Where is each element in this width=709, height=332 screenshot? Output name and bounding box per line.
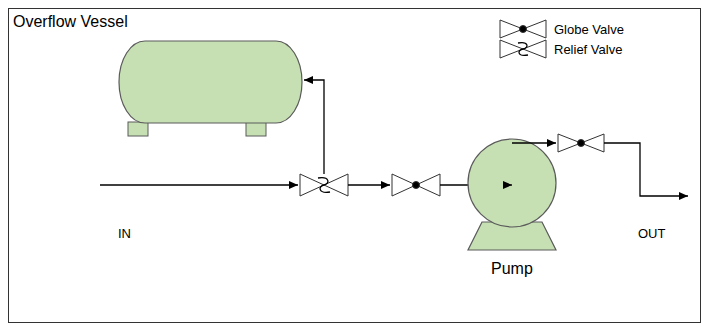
- overflow-pipe: [304, 80, 324, 174]
- legend-text: Relief Valve: [554, 42, 622, 57]
- pump: Pump: [464, 138, 560, 284]
- pump-label: Pump: [491, 260, 533, 278]
- overflow-vessel: Overflow Vessel: [12, 12, 304, 140]
- inlet-pipe: [100, 184, 298, 185]
- frame: [9, 9, 701, 323]
- pipe-end-label: IN: [118, 226, 131, 241]
- pipe-end-label: OUT: [638, 226, 665, 241]
- outlet-pipe: [604, 143, 688, 196]
- pipe: [348, 184, 390, 185]
- overflow-vessel-label: Overflow Vessel: [13, 13, 128, 31]
- relief-valve: [300, 174, 348, 196]
- legend-text: Globe Valve: [554, 22, 624, 37]
- globe-valve: [558, 134, 604, 152]
- overflow-vessel-shape: [118, 40, 304, 138]
- globe-valve: [392, 174, 440, 196]
- relief-valve-symbol: [500, 40, 546, 58]
- globe-valve-symbol: [500, 20, 546, 38]
- pump-shape: [464, 138, 560, 254]
